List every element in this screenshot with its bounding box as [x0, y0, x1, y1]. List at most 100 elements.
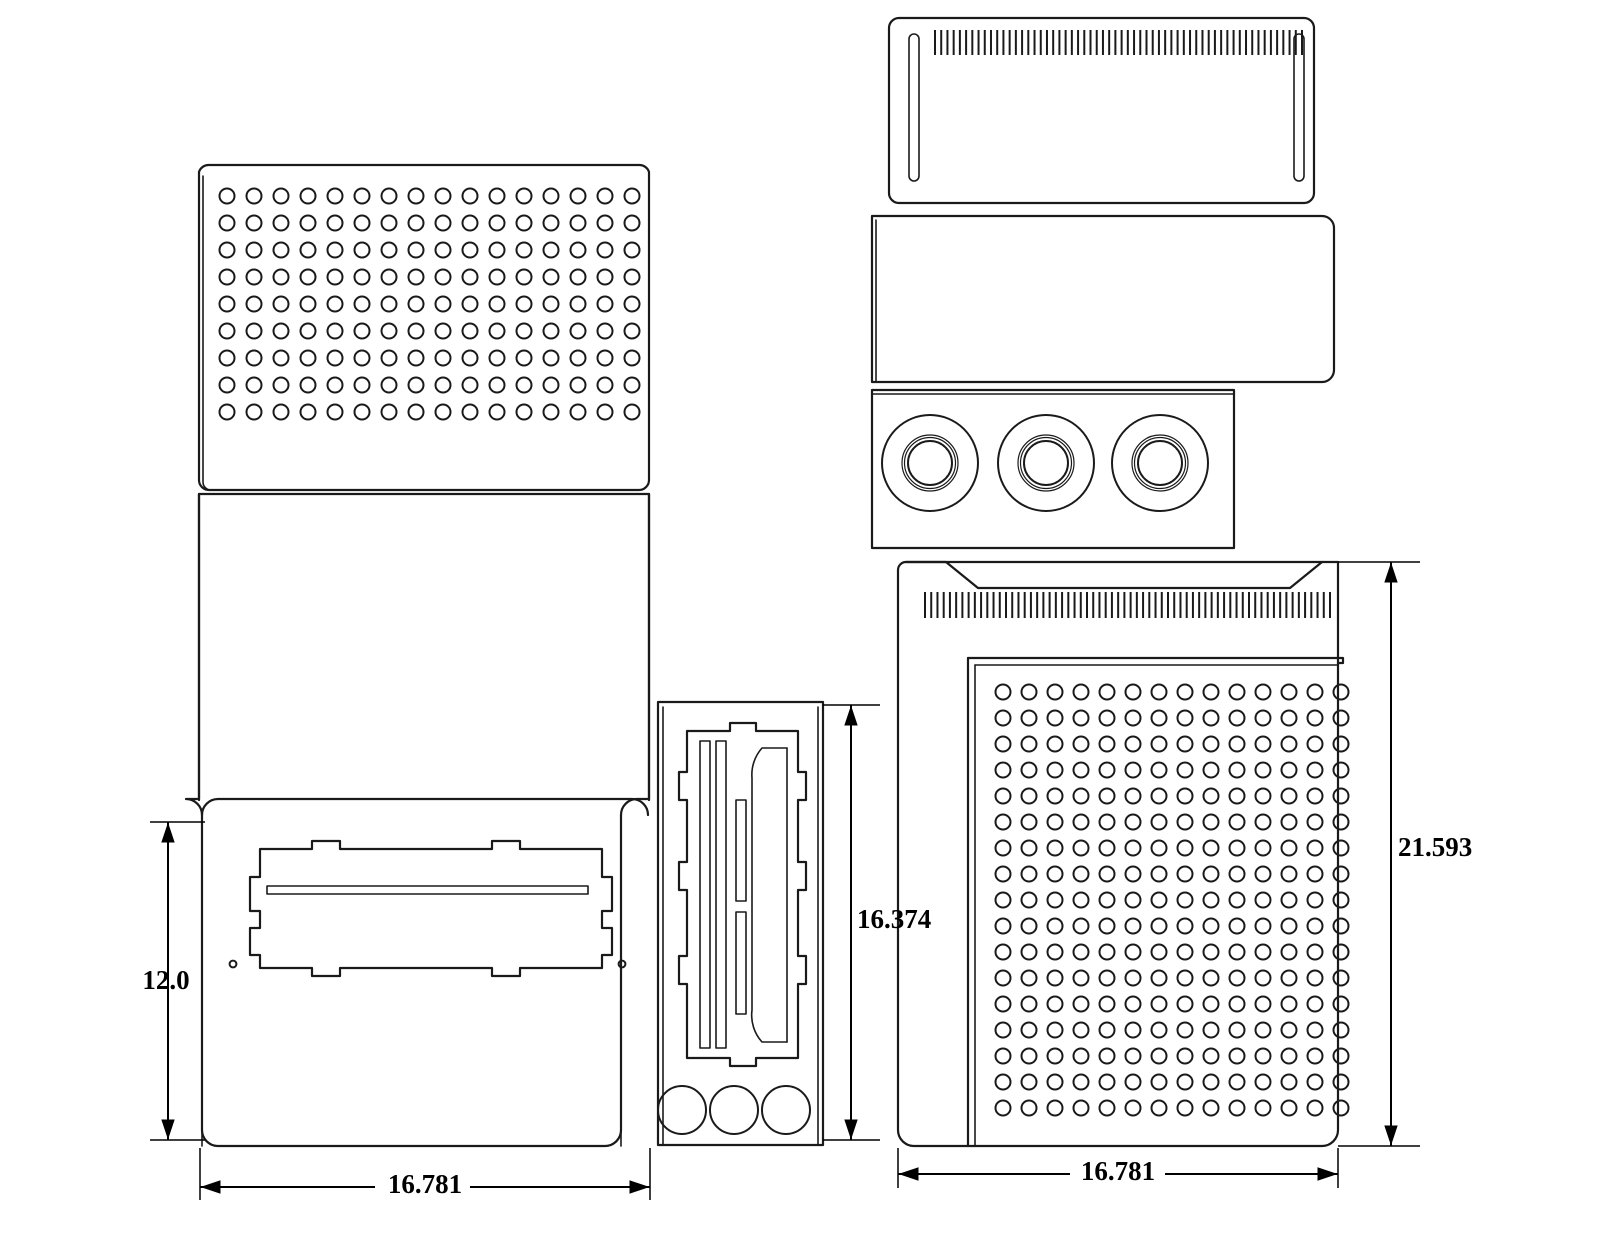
perforation-hole: [1332, 995, 1350, 1013]
perforation-hole: [461, 349, 479, 367]
perforation-hole: [1202, 1099, 1220, 1117]
perforation-hole: [1150, 709, 1168, 727]
perforation-hole: [1280, 943, 1298, 961]
perforation-hole: [1046, 1047, 1064, 1065]
perforation-hole: [1176, 917, 1194, 935]
perforation-hole: [488, 349, 506, 367]
perforation-hole: [326, 295, 344, 313]
perforation-hole: [1176, 1047, 1194, 1065]
bottom-hole-1: [657, 1085, 707, 1135]
perforation-hole: [1280, 839, 1298, 857]
perforation-hole: [1228, 891, 1246, 909]
perforation-hole: [994, 1073, 1012, 1091]
perforation-hole: [245, 403, 263, 421]
perforation-hole: [1306, 1073, 1324, 1091]
arrow-bottom: [1384, 1125, 1398, 1146]
perforation-hole: [1306, 1099, 1324, 1117]
perforation-hole: [488, 187, 506, 205]
perforation-hole: [1124, 787, 1142, 805]
dimension-height-middle-panel: 16.374: [823, 704, 931, 1141]
perforation-hole: [1176, 1073, 1194, 1091]
perforation-hole: [434, 214, 452, 232]
perforation-hole: [1254, 787, 1272, 805]
perforation-hole: [1254, 1021, 1272, 1039]
view-top-right-vent-panel: [887, 16, 1316, 205]
perforation-hole: [1280, 969, 1298, 987]
perforation-hole: [1228, 1099, 1246, 1117]
perforation-hole: [488, 214, 506, 232]
perforation-hole: [1098, 839, 1116, 857]
perforation-hole: [1280, 995, 1298, 1013]
perforation-hole: [434, 241, 452, 259]
perforation-hole: [1150, 813, 1168, 831]
perforation-hole: [569, 403, 587, 421]
perforation-hole: [1150, 761, 1168, 779]
perforation-hole: [515, 376, 533, 394]
perforation-grid: [218, 187, 641, 421]
perforation-hole: [461, 268, 479, 286]
perforation-hole: [1228, 995, 1246, 1013]
perforation-hole: [1124, 709, 1142, 727]
perforation-hole: [299, 187, 317, 205]
perforation-hole: [1020, 787, 1038, 805]
screw-hole-left: [228, 959, 238, 969]
perforation-hole: [1020, 761, 1038, 779]
panel-outline: [870, 214, 1336, 384]
perforation-hole: [434, 376, 452, 394]
perforation-hole: [1202, 683, 1220, 701]
perforation-hole: [1202, 839, 1220, 857]
perforation-hole: [1332, 1073, 1350, 1091]
perforation-hole: [1046, 969, 1064, 987]
perforation-hole: [1072, 1099, 1090, 1117]
perforation-hole: [1046, 839, 1064, 857]
perforation-hole: [1254, 865, 1272, 883]
vent-slot-1: [699, 740, 711, 1049]
perforation-grid: [994, 683, 1350, 1117]
perforation-hole: [407, 403, 425, 421]
perforation-hole: [515, 322, 533, 340]
perforation-hole: [1098, 917, 1116, 935]
perforation-hole: [1020, 995, 1038, 1013]
perforation-hole: [1150, 865, 1168, 883]
perforation-hole: [1306, 709, 1324, 727]
perforation-hole: [1124, 813, 1142, 831]
arrow-left: [898, 1167, 919, 1181]
perforation-hole: [994, 813, 1012, 831]
perforation-hole: [1332, 917, 1350, 935]
dimension-label-21593: 21.593: [1398, 832, 1472, 862]
perforation-hole: [596, 241, 614, 259]
perforation-hole: [1306, 787, 1324, 805]
perforation-hole: [1228, 1021, 1246, 1039]
perforation-hole: [994, 1021, 1012, 1039]
perforation-hole: [1254, 1047, 1272, 1065]
perforation-hole: [994, 943, 1012, 961]
perforation-hole: [272, 295, 290, 313]
bottom-hole-2: [709, 1085, 759, 1135]
perforation-hole: [434, 187, 452, 205]
perforation-hole: [994, 891, 1012, 909]
panel-outline: [896, 560, 1340, 1148]
perforation-hole: [1046, 813, 1064, 831]
perforation-hole: [1254, 969, 1272, 987]
perforation-hole: [1280, 891, 1298, 909]
perforation-hole: [1046, 683, 1064, 701]
bushing-mid-ring-a: [1017, 434, 1075, 492]
perforation-hole: [1046, 709, 1064, 727]
drive-bay-slot: [266, 885, 589, 895]
perforation-hole: [461, 214, 479, 232]
perforation-hole: [994, 683, 1012, 701]
perforation-hole: [994, 709, 1012, 727]
perforation-hole: [488, 241, 506, 259]
perforation-hole: [1332, 865, 1350, 883]
perf-panel-top-edge: [966, 656, 1345, 665]
perforation-hole: [1280, 709, 1298, 727]
perforation-hole: [569, 214, 587, 232]
perforation-hole: [245, 322, 263, 340]
perforation-hole: [1150, 1021, 1168, 1039]
perforation-hole: [596, 322, 614, 340]
perforation-hole: [1046, 1099, 1064, 1117]
arrow-top: [844, 705, 858, 726]
perforation-hole: [1306, 865, 1324, 883]
lower-panel-top-rounded-edge: [200, 797, 650, 817]
